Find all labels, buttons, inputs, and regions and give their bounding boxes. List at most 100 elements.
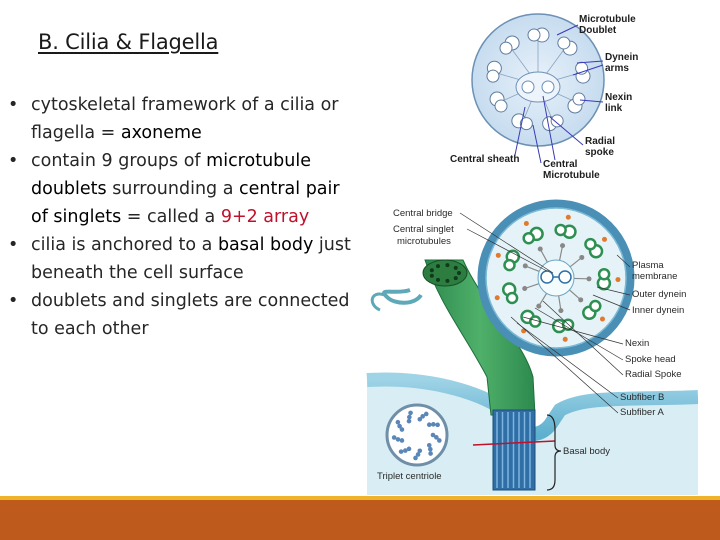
spoke-head: [558, 308, 564, 314]
radial-spoke-line: [569, 257, 582, 268]
outer-dynein-dot: [601, 236, 607, 242]
doublet-b: [499, 41, 513, 55]
spoke-head: [560, 243, 566, 249]
bullet-text: cytoskeletal framework of a cilia or fla…: [31, 95, 339, 143]
bullet-text: microtubule doublets: [31, 151, 311, 199]
outer-dynein-dot: [562, 336, 568, 342]
bullet-text: doublets and singlets are connected to e…: [31, 291, 350, 339]
doublet-b: [557, 36, 571, 50]
triplet-tubule: [426, 442, 432, 448]
radial-spoke-line: [540, 249, 548, 263]
subfiber-b: [522, 231, 535, 245]
label-microtubule-doublet-1: Microtubule: [579, 14, 636, 25]
bullet-item: doublets and singlets are connected to e…: [8, 287, 358, 343]
tip-tubule: [429, 273, 434, 278]
triplet-tubule: [415, 452, 421, 457]
triplet-tubule: [398, 449, 404, 454]
tip-tubule: [429, 268, 434, 273]
spoke-head: [522, 263, 528, 269]
label-inner-dynein: Inner dynein: [632, 305, 684, 316]
triplet-tubule: [437, 438, 442, 443]
subfiber-b: [584, 237, 597, 251]
label-dynein-arms-1: Dynein: [605, 52, 638, 63]
subfiber-b: [505, 291, 519, 305]
label-central-singlet-2: microtubules: [397, 236, 451, 247]
tip-tubule: [436, 264, 440, 269]
bullet-text: = called a: [121, 207, 221, 227]
triplet-tubule: [428, 446, 433, 452]
outer-dynein-dot: [615, 277, 621, 283]
doublet-b: [527, 28, 541, 42]
triplet-tubule: [391, 435, 397, 440]
radial-spoke-line: [525, 265, 540, 272]
spoke-head: [579, 254, 585, 260]
outer-dynein-dot: [523, 221, 529, 227]
triplet-tubule: [428, 451, 433, 456]
label-nexin-link-1: Nexin: [605, 92, 632, 103]
footer-bar: [0, 500, 720, 540]
label-central-singlet-1: Central singlet: [393, 224, 454, 235]
label-triplet-centriole: Triplet centriole: [377, 471, 442, 482]
bullet-item: cytoskeletal framework of a cilia or fla…: [8, 91, 358, 147]
lower-labels: Central bridge Central singlet microtubu…: [377, 208, 686, 491]
tip-tubule: [445, 263, 450, 268]
label-radial-spoke-2: spoke: [585, 147, 614, 158]
bullet-item: cilia is anchored to a basal body just b…: [8, 231, 358, 287]
label-radial-spoke-1: Radial: [585, 136, 615, 147]
triplet-tubule: [426, 422, 432, 428]
subfiber-b: [589, 299, 602, 313]
triplet-tubule: [417, 416, 423, 422]
radial-spoke-line: [558, 246, 563, 261]
bullet-text: cilia is anchored to a: [31, 235, 218, 255]
bullet-item: contain 9 groups of microtubule doublets…: [8, 147, 358, 231]
label-basal-body: Basal body: [563, 446, 610, 457]
tip-tubule: [453, 265, 458, 270]
doublet-b: [519, 117, 533, 131]
outer-dynein-dot: [495, 252, 501, 258]
outer-dynein-dot: [494, 295, 500, 301]
label-subfiber-b: Subfiber B: [620, 392, 664, 403]
label-central-microtubule-2: Microtubule: [543, 170, 600, 181]
label-central-sheath: Central sheath: [450, 154, 519, 165]
bullet-text: central pair of singlets: [31, 179, 340, 227]
bullet-list: cytoskeletal framework of a cilia or fla…: [8, 91, 358, 343]
triplet-tubule: [408, 410, 413, 416]
spoke-head: [536, 303, 542, 309]
subfiber-b: [554, 223, 567, 237]
label-spoke-head: Spoke head: [625, 354, 676, 365]
doublet-b: [486, 69, 500, 83]
triplet-tubule: [406, 418, 412, 424]
label-nexin: Nexin: [625, 338, 649, 349]
label-plasma-membrane-2: membrane: [632, 271, 677, 282]
triplet-tubule: [435, 422, 440, 428]
radial-spoke-line: [558, 295, 562, 310]
bullet-text: basal body: [217, 235, 314, 255]
basal-body: [472, 409, 556, 491]
triplet-tubule: [423, 411, 429, 417]
doublet-b: [550, 114, 564, 128]
subfiber-b: [503, 258, 516, 272]
cilia-diagram: Microtubule Doublet Dynein arms Nexin li…: [366, 13, 698, 495]
triplet-tubule: [397, 423, 402, 429]
label-subfiber-a: Subfiber A: [620, 407, 664, 418]
outer-dynein-dot: [599, 316, 605, 322]
tip-tubule: [436, 277, 440, 282]
spoke-head: [537, 246, 543, 252]
triplet-centriole: [385, 403, 449, 467]
bullet-text: contain 9 groups of: [31, 151, 207, 171]
triplet-tubule: [395, 437, 401, 442]
triplet-tubule: [395, 419, 401, 425]
subfiber-b: [597, 267, 611, 281]
triplet-tubule: [402, 448, 408, 453]
label-dynein-arms-2: arms: [605, 63, 629, 74]
triplet-tubule: [430, 432, 436, 438]
tip-tubule: [453, 276, 458, 281]
doublet-b: [572, 92, 586, 106]
triplet-tubule: [399, 427, 405, 432]
triplet-tubule: [431, 422, 436, 427]
radial-spoke-line: [569, 289, 581, 300]
label-outer-dynein: Outer dynein: [632, 289, 686, 300]
label-nexin-link-2: link: [605, 103, 623, 114]
slide-title: B. Cilia & Flagella: [38, 30, 219, 54]
